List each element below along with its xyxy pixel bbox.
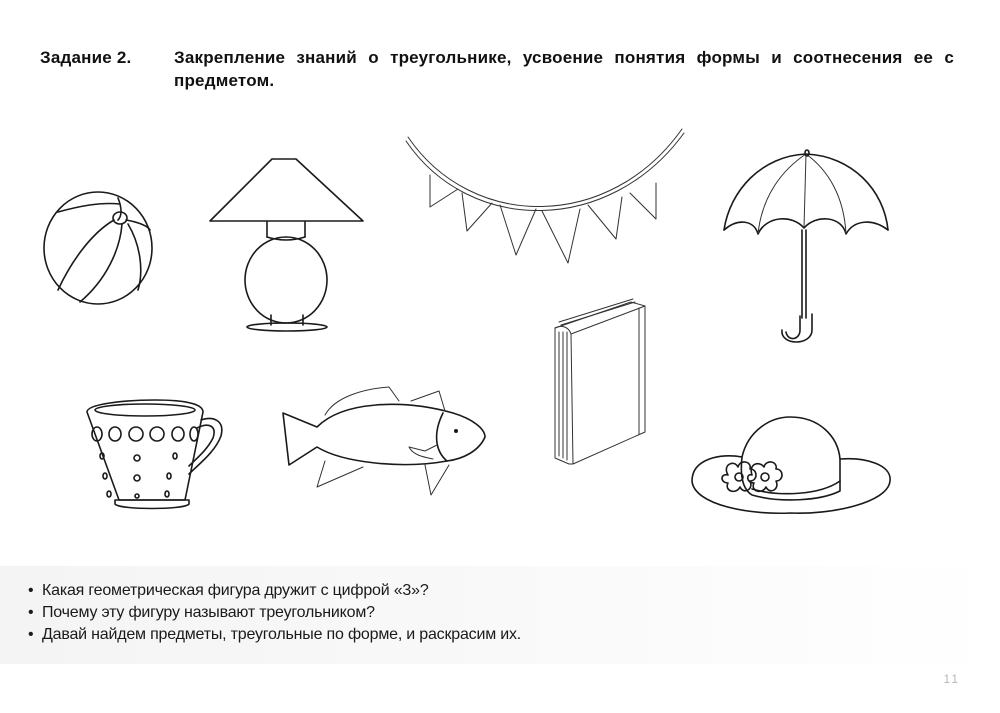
page-number: 11: [943, 672, 960, 686]
fish-icon: [282, 386, 486, 496]
umbrella-picture: [722, 149, 892, 343]
ball-icon: [43, 191, 153, 305]
umbrella-icon: [723, 149, 889, 343]
bullet-icon: •: [28, 582, 34, 599]
cup-icon: [86, 399, 223, 510]
bullet-icon: •: [28, 604, 34, 621]
hat-picture: [690, 415, 895, 520]
task-description: Закрепление знаний о треугольнике, усвое…: [174, 48, 954, 90]
hat-icon: [691, 416, 891, 515]
lamp-icon: [209, 158, 364, 332]
ball-picture: [40, 190, 160, 310]
question-item: •Какая геометрическая фигура дружит с ци…: [28, 580, 521, 602]
task-label: Задание 2.: [40, 48, 132, 67]
question-item: •Давай найдем предметы, треугольные по ф…: [28, 624, 521, 646]
book-picture: [553, 298, 653, 465]
garland-picture: [400, 128, 690, 264]
question-item: •Почему эту фигуру называют треугольнико…: [28, 602, 521, 624]
flower-icon: [721, 461, 783, 493]
questions-block: •Какая геометрическая фигура дружит с ци…: [0, 566, 1000, 664]
fish-picture: [282, 385, 493, 496]
bullet-icon: •: [28, 626, 34, 643]
cup-picture: [85, 399, 230, 520]
book-icon: [554, 298, 646, 465]
question-list: •Какая геометрическая фигура дружит с ци…: [28, 580, 521, 646]
lamp-picture: [208, 155, 368, 332]
garland-icon: [405, 128, 685, 264]
